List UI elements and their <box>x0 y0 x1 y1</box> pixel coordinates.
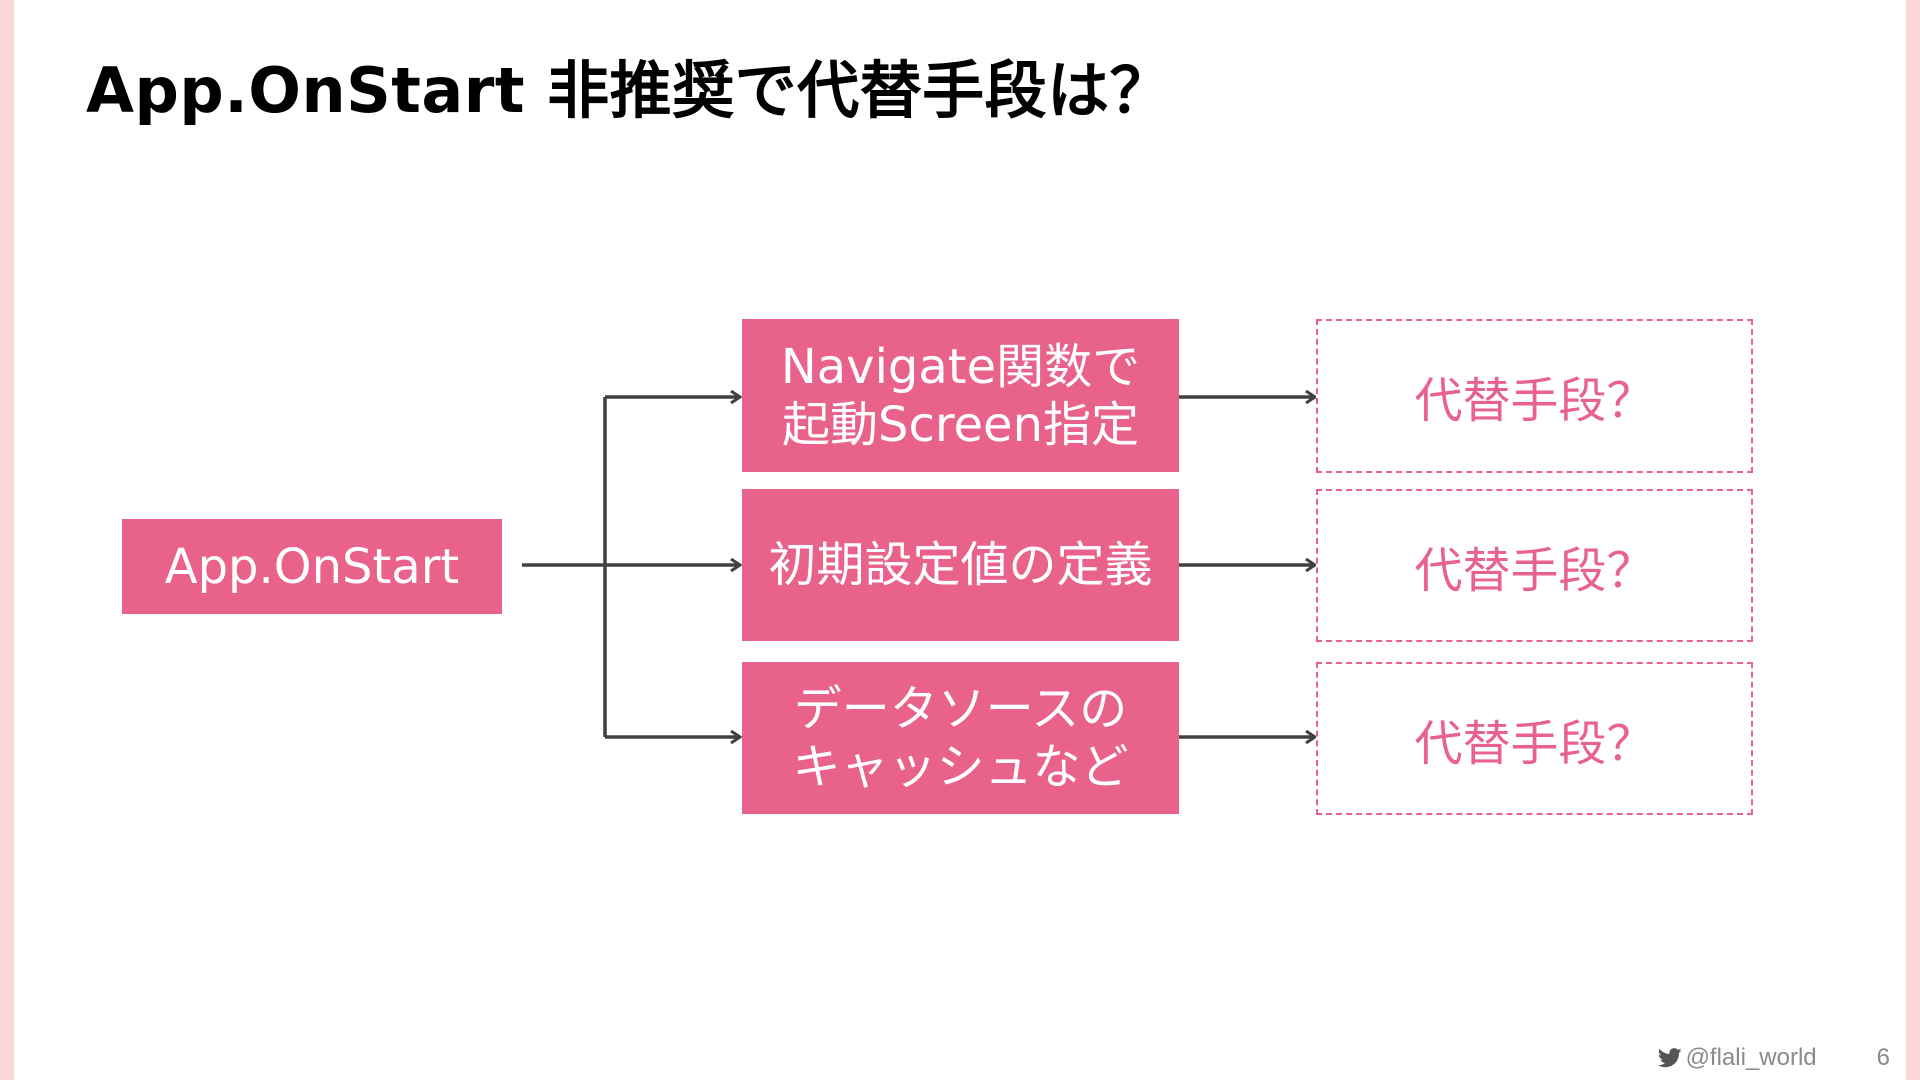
twitter-bird-icon <box>1657 1048 1682 1068</box>
alternative-box-3: 代替手段？ <box>1316 662 1753 815</box>
purpose-3-line-1: データソースの <box>793 681 1128 737</box>
slide-title: App.OnStart 非推奨で代替手段は？ <box>86 54 1173 127</box>
alternative-box-2: 代替手段？ <box>1316 489 1753 642</box>
source-box: App.OnStart <box>122 519 502 614</box>
alternative-2-label: 代替手段？ <box>1414 542 1655 599</box>
alternative-box-1: 代替手段？ <box>1316 319 1753 473</box>
source-label: App.OnStart <box>164 538 460 595</box>
slide-footer: @flali_world 6 <box>1657 1044 1890 1072</box>
purpose-2-line-1: 初期設定値の定義 <box>768 537 1153 593</box>
alternative-1-label: 代替手段？ <box>1414 373 1655 429</box>
purpose-1-line-2: 起動Screen指定 <box>781 396 1140 453</box>
page-number: 6 <box>1876 1044 1890 1071</box>
purpose-3-line-2: キャッシュなど <box>792 739 1129 795</box>
twitter-handle: @flali_world <box>1685 1044 1817 1071</box>
purpose-box-navigate: Navigate関数で 起動Screen指定 <box>742 319 1179 472</box>
right-accent-bar <box>1906 0 1920 1080</box>
purpose-box-initial-values: 初期設定値の定義 <box>742 489 1179 641</box>
alternative-3-label: 代替手段？ <box>1414 715 1655 772</box>
purpose-box-datasource-cache: データソースの キャッシュなど <box>742 662 1179 814</box>
purpose-1-line-1: Navigate関数で <box>780 338 1141 395</box>
left-accent-bar <box>0 0 14 1080</box>
